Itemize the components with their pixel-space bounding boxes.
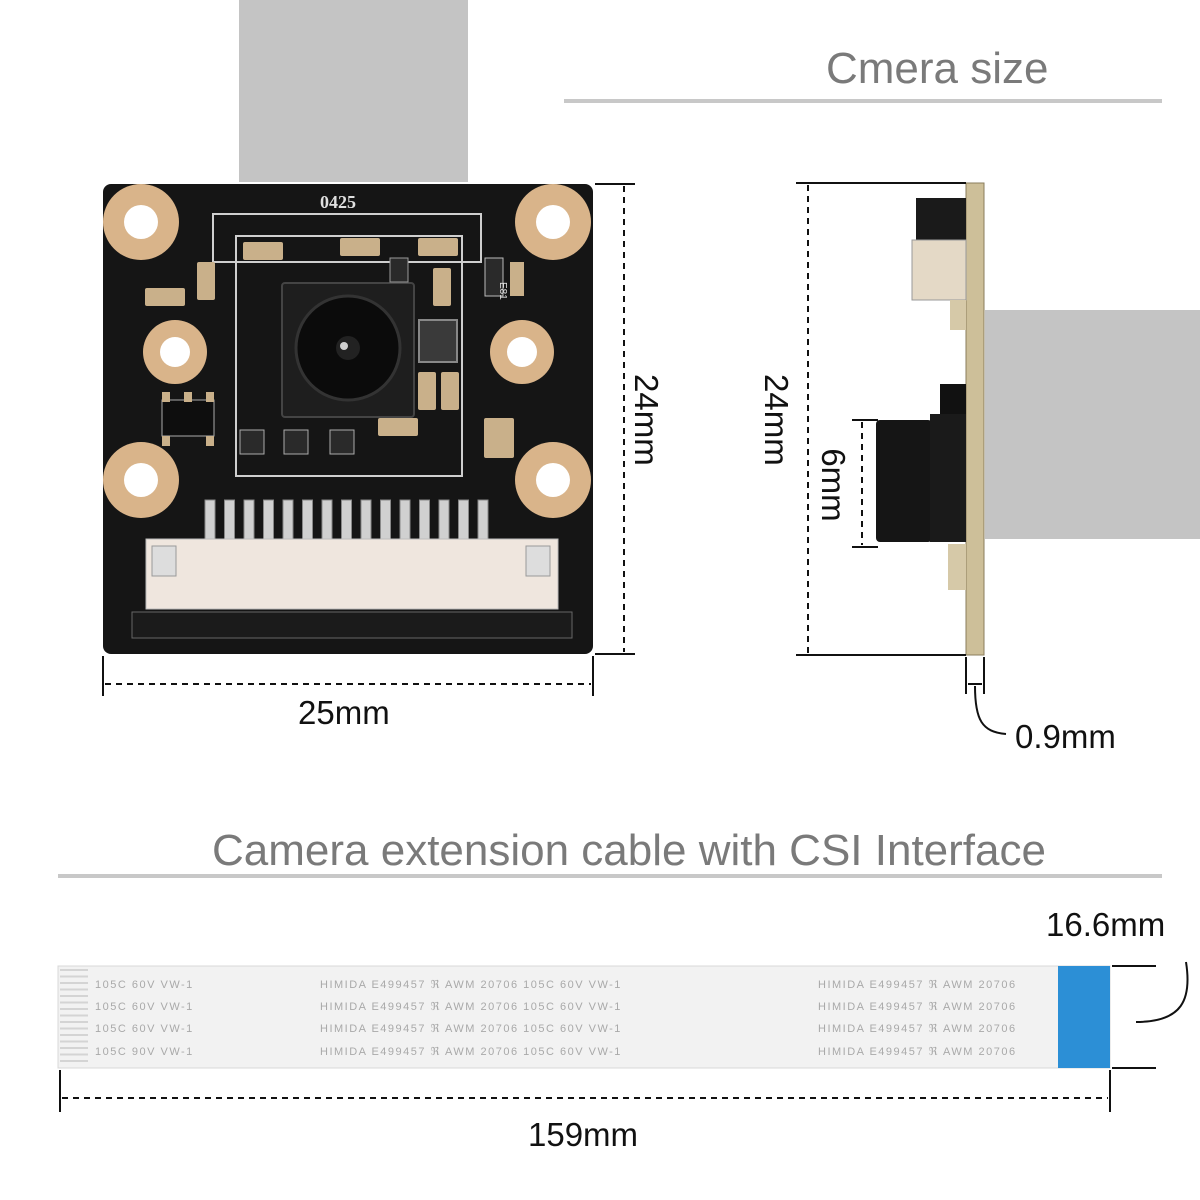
- cable-blue-tab: [1058, 966, 1110, 1068]
- mounting-hole-top-left: [103, 184, 179, 260]
- cable-print-left: 105C 90V VW-1: [95, 1046, 194, 1058]
- silkscreen-code: 0425: [320, 192, 356, 212]
- cable-print: 105C 60V VW-1 105C 60V VW-1 105C 60V VW-1 1…: [95, 979, 1017, 1058]
- camera-size-title: Cmera size: [826, 44, 1049, 93]
- cable-print-left: 105C 60V VW-1: [95, 1001, 194, 1013]
- mounting-hole-bottom-right: [515, 442, 591, 518]
- mounting-hole-mid-left: [143, 320, 207, 384]
- cable-print-middle: HIMIDA E499457 ℜ AWM 20706 105C 60V VW-1: [320, 1023, 622, 1035]
- cable-print-right: HIMIDA E499457 ℜ AWM 20706: [818, 979, 1017, 991]
- cable-print-left: 105C 60V VW-1: [95, 979, 194, 991]
- cable-print-right: HIMIDA E499457 ℜ AWM 20706: [818, 1046, 1017, 1058]
- camera-size-divider: [564, 99, 1162, 103]
- cable-divider: [58, 874, 1162, 878]
- cable-contacts-left: [60, 969, 88, 1062]
- cable-body: [57, 965, 1111, 1069]
- silkscreen-e81: E81: [497, 282, 508, 300]
- background-cable-top: [239, 0, 468, 182]
- connector-pins: [204, 499, 489, 541]
- cable-title: Camera extension cable with CSI Interfac…: [212, 826, 1046, 875]
- cable-print-middle: HIMIDA E499457 ℜ AWM 20706 105C 60V VW-1: [320, 1046, 622, 1058]
- background-cable-side: [985, 310, 1200, 539]
- mounting-hole-mid-right: [490, 320, 554, 384]
- cable-print-middle: HIMIDA E499457 ℜ AWM 20706 105C 60V VW-1: [320, 979, 622, 991]
- board-thickness-label: 0.9mm: [1015, 718, 1116, 755]
- side-lens: [876, 420, 932, 542]
- cable-print-right: HIMIDA E499457 ℜ AWM 20706: [818, 1023, 1017, 1035]
- mounting-hole-bottom-left: [103, 442, 179, 518]
- csi-connector: [145, 538, 559, 610]
- board-width-label: 25mm: [298, 694, 390, 731]
- cable-length-label: 159mm: [528, 1116, 639, 1153]
- cable-print-right: HIMIDA E499457 ℜ AWM 20706: [818, 1001, 1017, 1013]
- cable-print-left: 105C 60V VW-1: [95, 1023, 194, 1035]
- cable-print-middle: HIMIDA E499457 ℜ AWM 20706 105C 60V VW-1: [320, 1001, 622, 1013]
- mounting-hole-top-right: [515, 184, 591, 260]
- cable-width-label: 16.6mm: [1046, 906, 1166, 943]
